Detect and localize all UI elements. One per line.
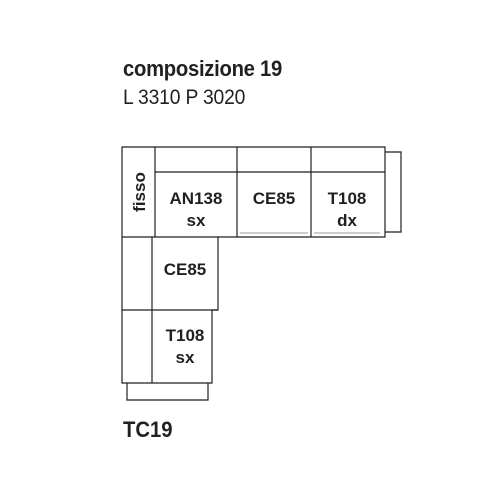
t108-right-code: T108 [328, 189, 367, 208]
fixed-label: fisso [130, 172, 149, 212]
composition-title: composizione 19 [123, 56, 282, 81]
right-armrest [385, 151, 402, 233]
an138-code: AN138 [170, 189, 223, 208]
composition-outline [121, 146, 386, 384]
composition-code: TC19 [123, 417, 173, 442]
t108-right-side: dx [337, 211, 357, 230]
t108-left-side: sx [176, 348, 195, 367]
composition-dimensions: L 3310 P 3020 [123, 86, 246, 109]
ce85-top-code: CE85 [253, 189, 296, 208]
bottom-armrest [126, 383, 209, 401]
t108-left-code: T108 [166, 326, 205, 345]
ce85-left-code: CE85 [164, 260, 207, 279]
an138-side: sx [187, 211, 206, 230]
